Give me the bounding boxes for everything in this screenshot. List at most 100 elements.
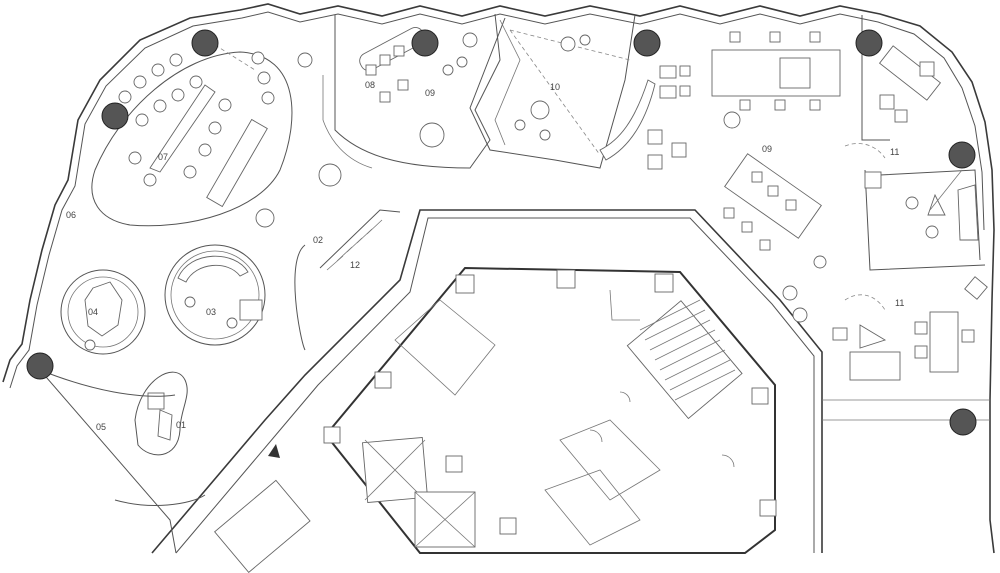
- plant-box: [964, 276, 988, 300]
- chair: [729, 31, 741, 43]
- chair: [128, 151, 142, 165]
- chair: [143, 173, 157, 187]
- lobby-partitions: [39, 209, 401, 506]
- chair: [153, 99, 167, 113]
- core-column-box: [445, 455, 463, 473]
- stool: [297, 52, 313, 68]
- desk-cluster: [711, 49, 841, 97]
- curved-bench: [599, 79, 656, 161]
- chair: [189, 75, 203, 89]
- chair: [864, 171, 882, 189]
- room-label-11: 11: [890, 147, 899, 157]
- round-table: [84, 281, 123, 337]
- chair: [226, 317, 238, 329]
- round-table: [255, 208, 275, 228]
- service-room: [544, 469, 641, 546]
- room-label-07: 07: [158, 152, 168, 162]
- executive-desk: [878, 45, 942, 101]
- room-08-09-workspace: 08 09: [297, 13, 501, 187]
- stool: [456, 56, 468, 68]
- chair: [169, 53, 183, 67]
- core-column-box: [654, 273, 674, 293]
- chair: [723, 207, 735, 219]
- structural-column: [101, 102, 129, 130]
- chair: [151, 63, 165, 77]
- chair: [809, 31, 821, 43]
- chair: [84, 339, 96, 351]
- chair: [251, 51, 265, 65]
- chair: [133, 75, 147, 89]
- chair: [659, 85, 677, 99]
- stool: [514, 119, 526, 131]
- lower-core-room: [214, 479, 311, 573]
- structural-column: [26, 352, 54, 380]
- room-label-02: 02: [313, 235, 323, 245]
- room-03: 03: [164, 244, 266, 346]
- core-column-box: [751, 387, 769, 405]
- sofa: [849, 351, 901, 381]
- room-label-12: 12: [350, 260, 360, 270]
- core-column-box: [759, 499, 777, 517]
- chair: [647, 129, 663, 145]
- room-label-11: 11: [895, 298, 904, 308]
- chair: [879, 94, 895, 110]
- stairwell: [626, 299, 743, 420]
- service-room: [394, 299, 496, 396]
- chair: [659, 65, 677, 79]
- stool: [782, 285, 798, 301]
- core-column-box: [374, 371, 392, 389]
- structural-column: [949, 408, 977, 436]
- room-label-03: 03: [206, 307, 216, 317]
- stool: [925, 225, 939, 239]
- chair: [769, 31, 781, 43]
- core-column-box: [499, 517, 517, 535]
- chair: [208, 121, 222, 135]
- lamp: [927, 193, 946, 216]
- chair: [393, 45, 405, 57]
- stool: [579, 34, 591, 46]
- chair: [183, 165, 197, 179]
- service-room: [559, 419, 661, 501]
- elevator-shaft: [414, 491, 476, 548]
- chair: [894, 109, 908, 123]
- chair: [261, 91, 275, 105]
- chair: [118, 90, 132, 104]
- conference-table: [149, 84, 216, 173]
- armchair: [239, 299, 263, 321]
- chair: [397, 79, 409, 91]
- chair: [671, 142, 687, 158]
- room-label-09: 09: [762, 144, 772, 154]
- sideboard: [206, 118, 268, 208]
- chair: [914, 345, 928, 359]
- corridor-walls: [39, 209, 990, 554]
- core-column-box: [556, 269, 576, 289]
- sideboard: [957, 184, 979, 241]
- stool: [539, 129, 551, 141]
- chair: [914, 321, 928, 335]
- building-core: [214, 266, 777, 573]
- reception-desk: [157, 409, 173, 441]
- door-swing: [589, 429, 603, 443]
- service-room: [609, 289, 640, 321]
- chair: [198, 143, 212, 157]
- chair: [961, 329, 975, 343]
- round-table: [723, 111, 741, 129]
- stool: [442, 64, 454, 76]
- core-column-box: [323, 426, 341, 444]
- stool: [792, 307, 808, 323]
- chair: [365, 64, 377, 76]
- room-label-01: 01: [176, 420, 186, 430]
- chair: [679, 85, 691, 97]
- executive-desk: [929, 311, 959, 373]
- lamp: [859, 324, 887, 349]
- room-10: 10: [469, 14, 656, 169]
- room-11-offices: 11 11: [832, 15, 988, 381]
- core-column-box: [455, 274, 475, 294]
- stool: [905, 196, 919, 210]
- chair: [679, 65, 691, 77]
- door-swing: [619, 391, 631, 403]
- chair: [647, 154, 663, 170]
- elevator-shaft: [362, 437, 428, 503]
- room-label-06: 06: [66, 210, 76, 220]
